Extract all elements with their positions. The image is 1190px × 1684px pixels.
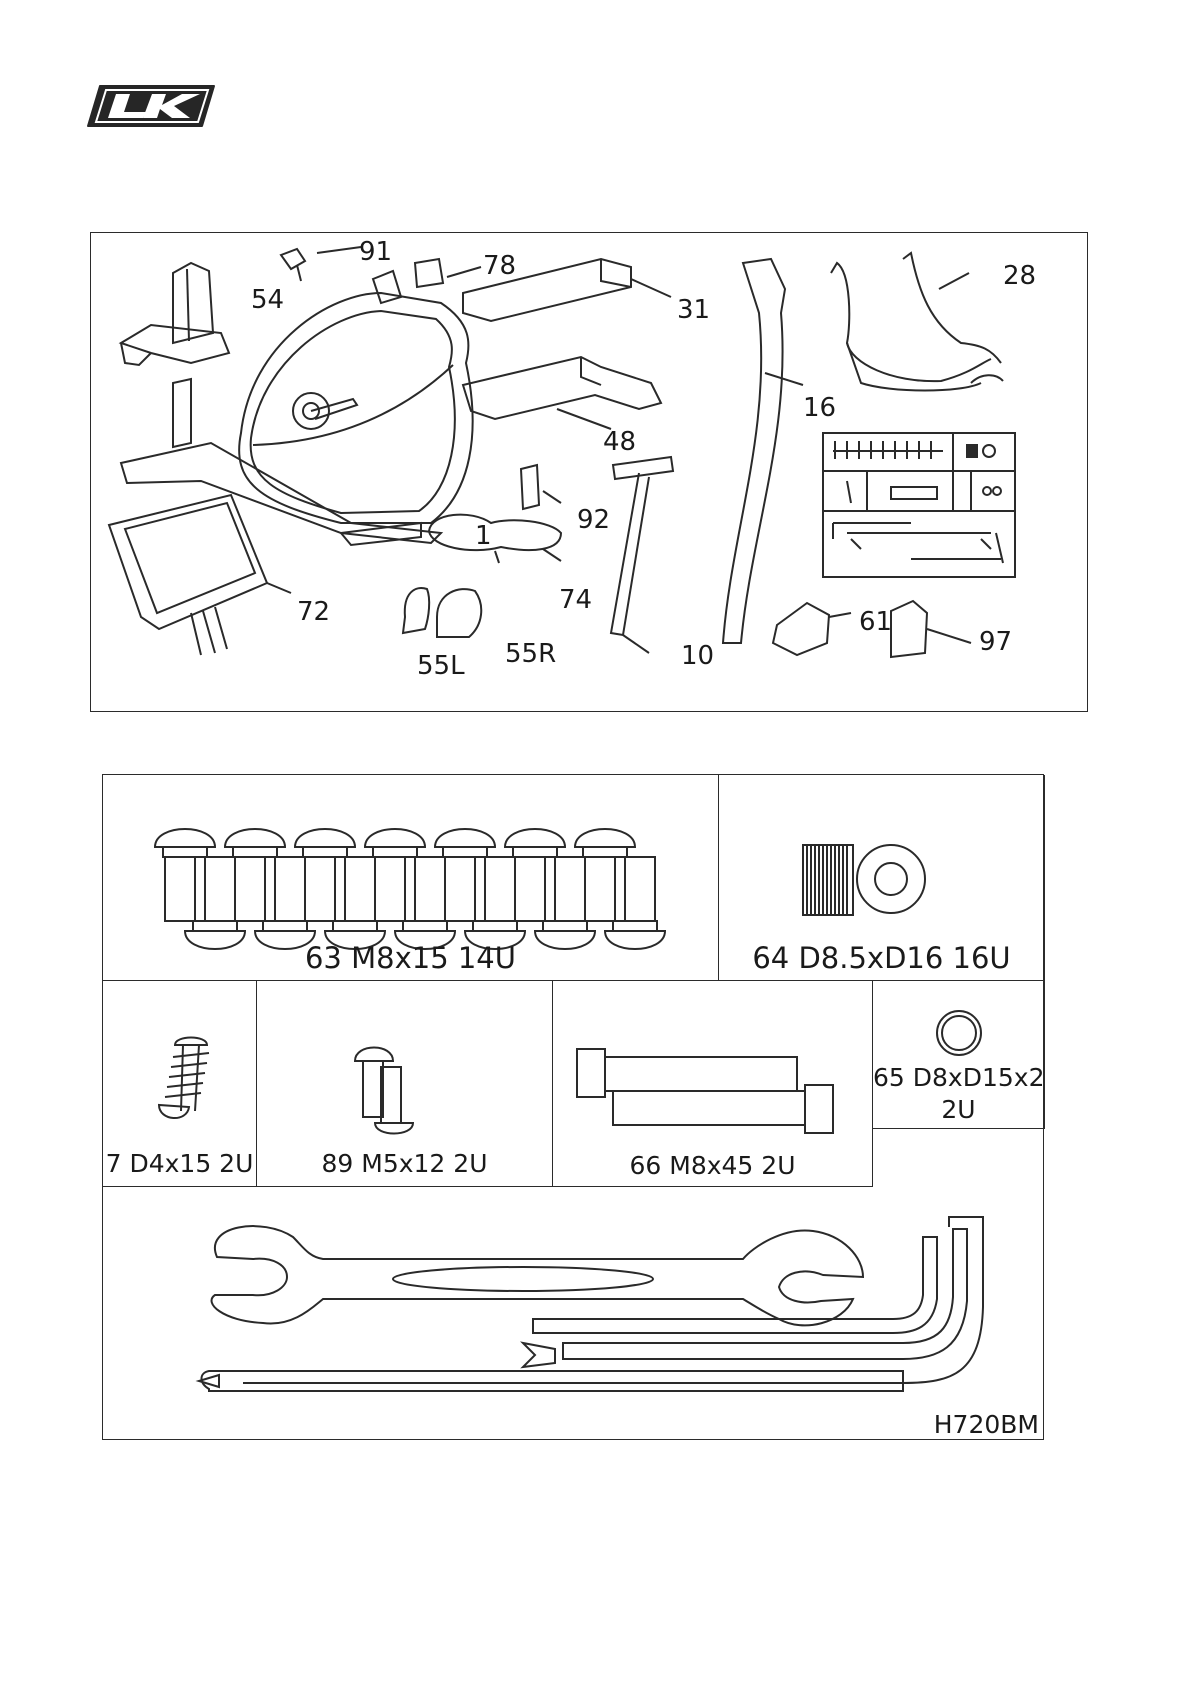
part-92-bracket — [521, 465, 561, 509]
part-91-knob — [281, 247, 361, 281]
part-74-seat — [429, 515, 561, 563]
part-54-rear-post — [121, 263, 229, 365]
callout-78: 78 — [483, 253, 516, 279]
hardware-cell-63: 63 M8x15 14U — [103, 775, 719, 981]
callout-1: 1 — [475, 523, 492, 549]
caption-66: 66 M8x45 2U — [553, 1151, 872, 1180]
bolt-row-top — [155, 829, 635, 921]
callout-55l: 55L — [417, 653, 465, 679]
callout-28: 28 — [1003, 263, 1036, 289]
part-78-cap — [415, 259, 481, 287]
callout-97: 97 — [979, 629, 1012, 655]
callout-16: 16 — [803, 395, 836, 421]
part-72-console — [109, 495, 291, 655]
caption-64: 64 D8.5xD16 16U — [719, 941, 1044, 975]
part-16-upright — [723, 259, 803, 643]
caption-65-line2: 2U — [873, 1095, 1044, 1124]
hardware-cell-7: 7 D4x15 2U — [103, 981, 257, 1187]
exploded-parts-diagram: 91 78 31 28 54 16 48 1 92 74 72 55L 55R … — [90, 232, 1088, 712]
washer-stack — [803, 845, 853, 915]
callout-31: 31 — [677, 297, 710, 323]
open-end-wrench — [212, 1226, 863, 1325]
callout-10: 10 — [681, 643, 714, 669]
hardware-cell-65: 65 D8xD15x2 2U — [873, 981, 1045, 1129]
part-10-seat-post — [611, 457, 673, 653]
hardware-cell-66: 66 M8x45 2U — [553, 981, 873, 1187]
callout-54: 54 — [251, 287, 284, 313]
part-28-handlebar — [831, 253, 1003, 391]
callout-91: 91 — [359, 239, 392, 265]
callout-61: 61 — [859, 609, 892, 635]
caption-63: 63 M8x15 14U — [103, 941, 718, 975]
callout-55r: 55R — [505, 641, 556, 667]
hardware-cell-tools: H720BM — [103, 1187, 1045, 1441]
caption-89: 89 M5x12 2U — [257, 1149, 552, 1178]
hardware-cell-64: 64 D8.5xD16 16U — [719, 775, 1045, 981]
caption-65-line1: 65 D8xD15x2 — [873, 1063, 1044, 1092]
brand-logo — [86, 84, 216, 128]
callout-74: 74 — [559, 587, 592, 613]
part-48-rear-stabilizer — [463, 357, 661, 429]
hardware-card-thumbnail — [823, 433, 1015, 577]
hardware-pack-panel: 63 M8x15 14U 64 D8.5xD16 16U 7 D4x15 2U — [102, 774, 1044, 1440]
part-55-pedals — [403, 588, 481, 637]
part-61-bracket — [773, 603, 851, 655]
hardware-cell-89: 89 M5x12 2U — [257, 981, 553, 1187]
callout-92: 92 — [577, 507, 610, 533]
model-number: H720BM — [934, 1410, 1039, 1439]
caption-7: 7 D4x15 2U — [103, 1149, 256, 1178]
callout-48: 48 — [603, 429, 636, 455]
callout-72: 72 — [297, 599, 330, 625]
bolt-row-bottom — [185, 857, 665, 949]
part-97-cover — [891, 601, 971, 657]
